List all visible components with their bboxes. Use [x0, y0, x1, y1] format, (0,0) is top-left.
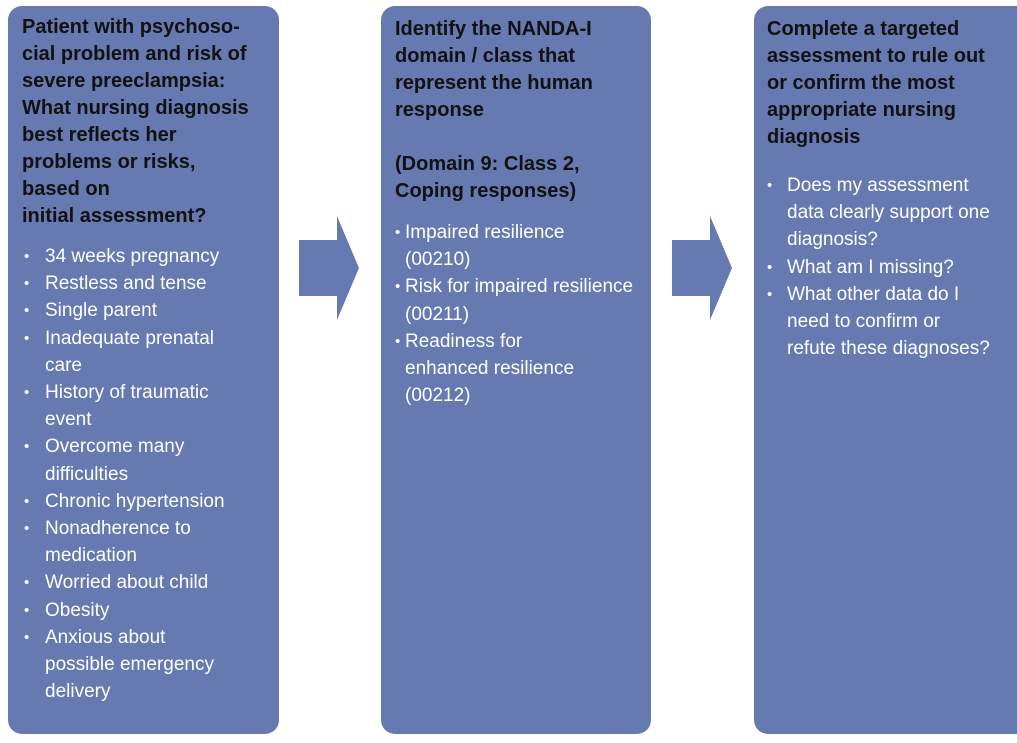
list-item-text: delivery — [45, 681, 111, 703]
list-item-text: refute these diagnoses? — [787, 338, 990, 360]
list-item-text: Does my assessment — [787, 175, 969, 196]
bullet-icon: • — [767, 177, 773, 194]
domain-class-label: (Domain 9: Class 2, Coping responses) — [395, 151, 643, 205]
step-heading: Complete a targeted assessment to rule ou… — [767, 16, 1011, 151]
question-list: • Does my assessment data clearly support … — [767, 172, 1011, 362]
heading-line: domain / class that — [395, 45, 576, 67]
arrow-right-icon — [672, 216, 732, 320]
bullet-icon: • — [395, 278, 401, 296]
list-item-text: need to confirm or — [787, 311, 941, 333]
list-item-text: Anxious about — [45, 626, 166, 648]
heading-line: response — [395, 99, 484, 121]
list-item: •Readiness for enhanced resilience (00212) — [395, 328, 643, 410]
list-item: •Risk for impaired resilience (00211) — [395, 273, 643, 327]
list-item: • Chronic hypertension — [22, 488, 269, 515]
list-item: • Nonadherence to medication — [22, 515, 269, 569]
list-item-text: Restless and tense — [45, 273, 207, 295]
heading-line: appropriate nursing — [767, 99, 956, 121]
heading-line: based on — [22, 178, 110, 200]
heading-line: diagnosis — [767, 126, 861, 148]
heading-line: Patient with psychoso- — [22, 16, 240, 38]
list-item-text: difficulties — [45, 463, 129, 485]
list-item-text: Impaired resilience — [405, 222, 565, 243]
list-item-text: Readiness for — [405, 330, 523, 352]
heading-line: or confirm the most — [767, 72, 955, 94]
diagnosis-list: •Impaired resilience(00210)•Risk for imp… — [395, 219, 643, 409]
heading-line: cial problem and risk of — [22, 43, 247, 65]
list-item-text: Single parent — [45, 300, 157, 322]
list-item-text: Chronic hypertension — [45, 490, 225, 512]
heading-line: What nursing diagnosis — [22, 97, 249, 119]
bullet-icon: • — [24, 520, 30, 538]
heading-line: (Domain 9: Class 2, — [395, 153, 580, 175]
list-item-text: (00210) — [405, 249, 471, 271]
list-item-text: Inadequate prenatal — [45, 327, 215, 349]
list-item-text: (00212) — [405, 385, 471, 407]
list-item-text: History of traumatic — [45, 382, 209, 404]
list-item-text: Obesity — [45, 599, 110, 621]
heading-line: Complete a targeted — [767, 18, 960, 40]
bullet-icon: • — [24, 438, 30, 456]
list-item: • Does my assessment data clearly support … — [767, 172, 1011, 254]
bullet-icon: • — [24, 248, 30, 265]
bullet-icon: • — [24, 275, 30, 293]
list-item: • Anxious about possible emergency delivery — [22, 624, 269, 706]
list-item-text: (00211) — [405, 303, 470, 325]
list-item: • What other data do I need to confirm or r… — [767, 281, 1011, 363]
arrow-right-icon — [299, 216, 359, 320]
list-item: • Obesity — [22, 597, 269, 624]
heading-line: assessment to rule out — [767, 45, 985, 67]
bullet-icon: • — [395, 224, 401, 241]
list-item-text: possible emergency — [45, 654, 214, 676]
list-item: •Impaired resilience (00210) — [395, 219, 643, 273]
heading-line: initial assessment? — [22, 205, 207, 227]
list-item-text: Worried about child — [45, 572, 209, 594]
bullet-icon: • — [24, 302, 30, 320]
list-item: • Worried about child — [22, 569, 269, 596]
list-item-text: Risk for impaired resilience — [405, 276, 634, 298]
list-item: • Single parent — [22, 297, 269, 324]
heading-line: best reflects her — [22, 124, 177, 146]
list-item-text: Overcome many — [45, 436, 185, 458]
list-item-text: 34 weeks pregnancy — [45, 246, 220, 267]
heading-line: problems or risks, — [22, 151, 196, 173]
list-item-text: data clearly support one — [787, 202, 990, 224]
bullet-icon: • — [395, 332, 401, 350]
list-item-text: What other data do I — [787, 283, 960, 305]
heading-line: represent the human — [395, 72, 593, 94]
step-heading: Identify the NANDA-I domain / class that r… — [395, 16, 643, 124]
list-item-text: enhanced resilience — [405, 358, 575, 380]
bullet-icon: • — [24, 384, 30, 402]
bullet-icon: • — [24, 329, 30, 347]
list-item: • Overcome many difficulties — [22, 433, 269, 487]
list-item-text: event — [45, 409, 92, 431]
heading-line: severe preeclampsia: — [22, 70, 226, 92]
bullet-icon: • — [24, 492, 30, 510]
bullet-icon: • — [767, 285, 773, 303]
step-heading: Patient with psychoso-cial problem and r… — [22, 14, 269, 230]
cue-list: • 34 weeks pregnancy • Restless and tense • S… — [22, 243, 269, 705]
step-box-nanda-domain: Identify the NANDA-I domain / class that r… — [381, 6, 651, 734]
list-item-text: medication — [45, 545, 137, 567]
list-item-text: Nonadherence to — [45, 518, 191, 540]
step-box-targeted-assessment: Complete a targeted assessment to rule ou… — [754, 6, 1017, 734]
list-item-text: care — [45, 354, 82, 376]
list-item: • What am I missing? — [767, 254, 1011, 281]
list-item: • History of traumatic event — [22, 379, 269, 433]
list-item: • Inadequate prenatal care — [22, 325, 269, 379]
heading-line: Coping responses) — [395, 180, 577, 202]
step-box-patient-problem: Patient with psychoso-cial problem and r… — [8, 6, 279, 734]
bullet-icon: • — [767, 258, 773, 276]
heading-line: Identify the NANDA-I — [395, 18, 592, 40]
bullet-icon: • — [24, 628, 30, 646]
bullet-icon: • — [24, 601, 30, 619]
bullet-icon: • — [24, 574, 30, 592]
list-item: • 34 weeks pregnancy — [22, 243, 269, 270]
list-item: • Restless and tense — [22, 270, 269, 297]
list-item-text: diagnosis? — [787, 229, 878, 251]
list-item-text: What am I missing? — [787, 256, 954, 278]
